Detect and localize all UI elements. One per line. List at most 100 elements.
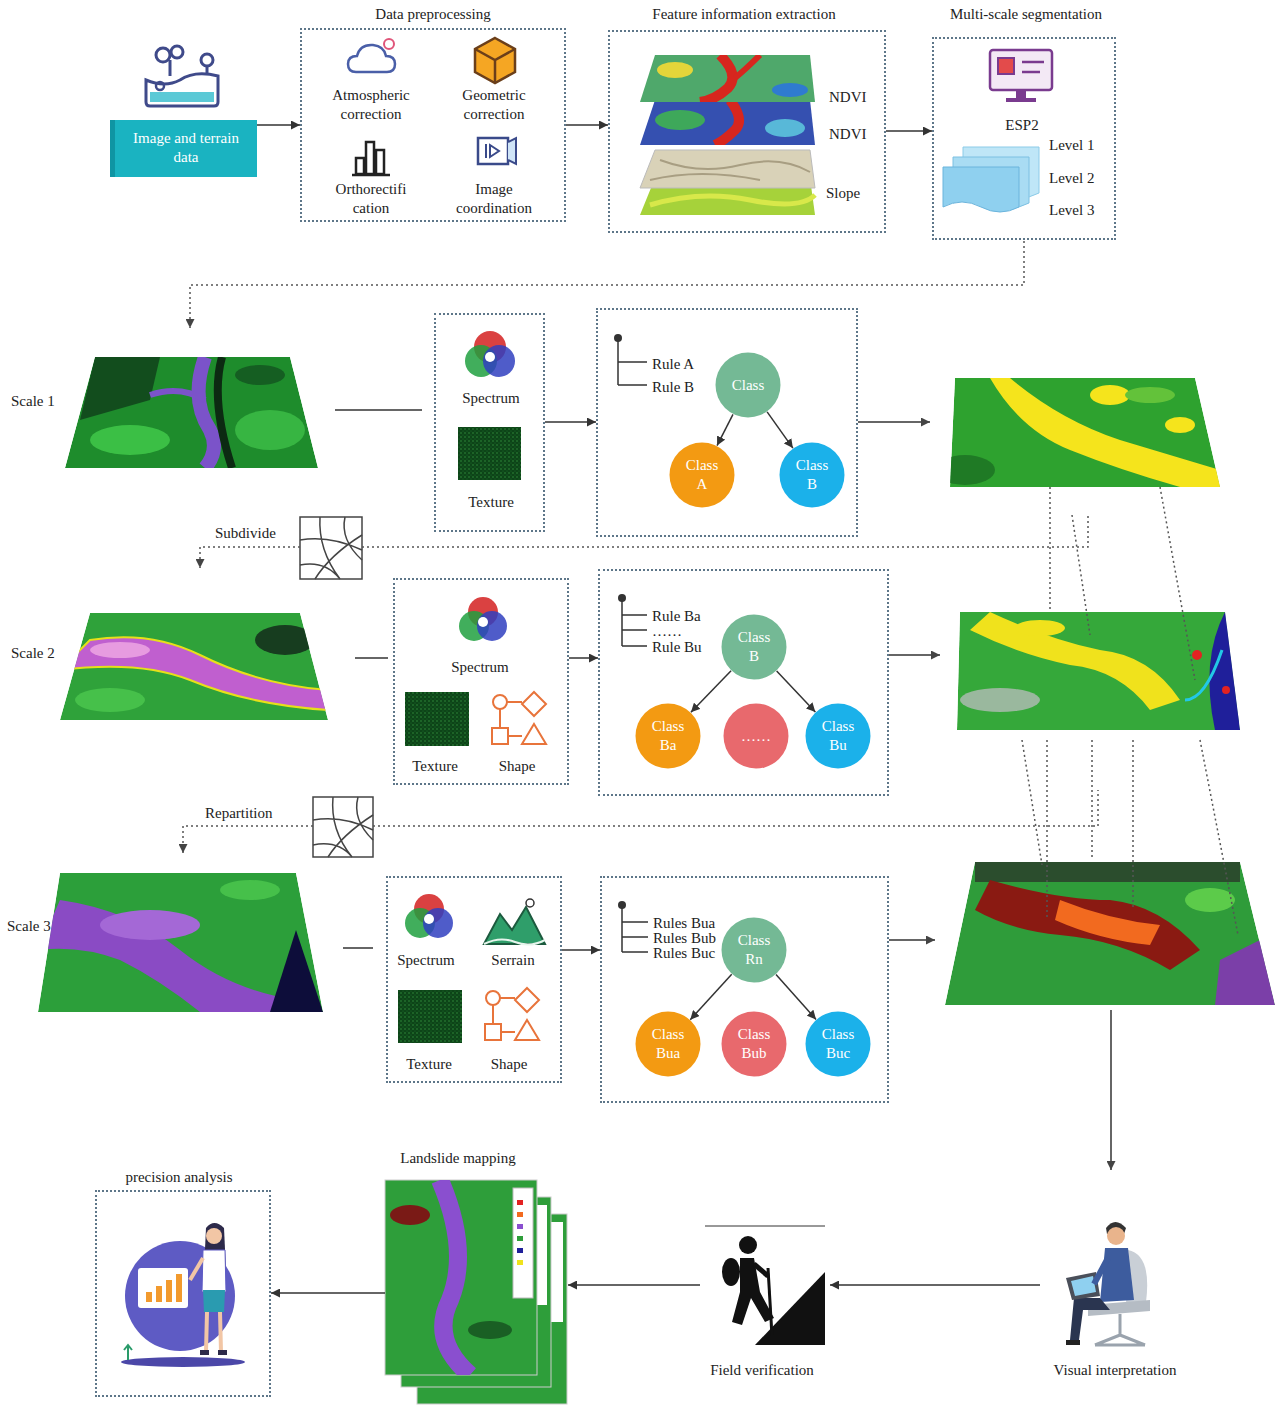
feature-layers bbox=[772, 83, 808, 97]
result-arrows bbox=[858, 421, 930, 423]
dotted-link bbox=[1160, 487, 1195, 680]
esp2-monitor bbox=[990, 50, 1052, 102]
hiker-icon bbox=[754, 1264, 768, 1276]
dashed-panel: Rule Ba……Rule BuClass BClass Ba……Class B… bbox=[598, 569, 889, 796]
analyst-icon bbox=[1107, 1227, 1125, 1245]
circle-fill bbox=[636, 1012, 701, 1077]
figure-node: Visual interpretation bbox=[1040, 1215, 1195, 1388]
precision-figure bbox=[166, 1280, 172, 1302]
spectrum-icon bbox=[423, 908, 453, 938]
precision-figure bbox=[206, 1228, 222, 1244]
flow-arrow bbox=[776, 975, 816, 1020]
row-label: Repartition bbox=[205, 804, 273, 823]
landscape-icon bbox=[146, 74, 218, 106]
connector-lines bbox=[335, 409, 422, 411]
node-text: Rules Bub bbox=[653, 931, 716, 946]
scale-3-image bbox=[38, 873, 323, 1012]
map-3 bbox=[975, 862, 1240, 882]
precision-figure bbox=[146, 1292, 152, 1302]
class-circle: Class Ba bbox=[635, 703, 701, 769]
figure-node: Field verification bbox=[700, 1220, 830, 1388]
result-arrows bbox=[889, 939, 935, 941]
scale-3-image bbox=[270, 930, 323, 1012]
node-text: NDVI bbox=[829, 88, 867, 107]
landscape-icon bbox=[169, 60, 172, 76]
circle-shape bbox=[805, 1011, 871, 1077]
preprocessing-icons bbox=[485, 144, 487, 158]
scale-1-image bbox=[235, 365, 285, 385]
preprocessing-icons bbox=[490, 145, 499, 157]
node-text: Orthorectifi cation bbox=[319, 180, 423, 218]
scale-1-image bbox=[65, 357, 318, 468]
dashed-panel: Data preprocessingAtmospheric correction… bbox=[300, 28, 566, 222]
texture-swatch bbox=[398, 990, 462, 1043]
node-text: Image and terrain data bbox=[124, 129, 249, 167]
rule-bracket bbox=[618, 338, 647, 385]
spectrum-icon bbox=[483, 345, 515, 377]
precision-figure bbox=[138, 1268, 188, 1308]
map-3 bbox=[945, 862, 1275, 1005]
dotted-link bbox=[1022, 740, 1042, 865]
scale-1-image bbox=[235, 410, 305, 450]
node-text: Class bbox=[726, 376, 770, 395]
node-text: Rule Bu bbox=[652, 640, 702, 655]
node-text: Rule Ba bbox=[652, 609, 701, 624]
rule-bracket bbox=[618, 338, 648, 952]
flow-arrow bbox=[545, 421, 596, 423]
result-arrows bbox=[1110, 1010, 1112, 1170]
shape-icon bbox=[485, 988, 539, 1040]
scale-2-image bbox=[60, 613, 328, 720]
hiker-icon bbox=[768, 1268, 772, 1336]
dashed-panel: SpectrumTexture bbox=[434, 313, 545, 532]
circle-shape bbox=[721, 917, 787, 983]
dotted-link bbox=[1091, 740, 1093, 860]
map-1 bbox=[1165, 417, 1195, 433]
landslide-map-stack bbox=[468, 1321, 512, 1339]
scale-1-image bbox=[90, 425, 170, 455]
class-circle: Class Bua bbox=[635, 1011, 701, 1077]
node-text: ESP2 bbox=[987, 116, 1057, 135]
class-circle: Class Bub bbox=[721, 1011, 787, 1077]
scale-3-image bbox=[38, 873, 323, 1012]
circle-fill bbox=[806, 1012, 871, 1077]
spectrum-icon bbox=[477, 611, 507, 641]
partition-grid-icon bbox=[313, 797, 373, 857]
spectrum-icon bbox=[424, 914, 434, 924]
map-2 bbox=[957, 612, 1240, 730]
circle-fill bbox=[722, 918, 787, 983]
preprocessing-icons bbox=[508, 138, 516, 164]
scale-1-image bbox=[218, 357, 232, 468]
spectrum-icon bbox=[485, 352, 495, 362]
spectrum-icon bbox=[405, 331, 515, 938]
circle-fill bbox=[722, 1012, 787, 1077]
dashed-panel: Rules BuaRules BubRules BucClass RnClass… bbox=[600, 876, 889, 1103]
node-text: Image coordination bbox=[442, 180, 546, 218]
map-1 bbox=[1090, 385, 1130, 405]
node-text: Data preprocessing bbox=[313, 5, 553, 24]
row-label: Scale 1 bbox=[11, 392, 55, 411]
flow-arrow bbox=[257, 124, 300, 126]
shape-icon bbox=[492, 728, 508, 744]
circle-shape bbox=[635, 703, 701, 769]
scale-2-image bbox=[255, 625, 315, 655]
terrain-icon bbox=[484, 899, 545, 945]
node-text: Class B bbox=[790, 456, 834, 494]
landscape-icon bbox=[146, 46, 218, 106]
dashed-panel: Multi-scale segmentationESP2Level 1Level… bbox=[932, 37, 1116, 240]
node-text: Atmospheric correction bbox=[319, 86, 423, 124]
precision-figure bbox=[200, 1350, 209, 1355]
landslide-map-stack bbox=[517, 1212, 523, 1217]
precision-figure bbox=[124, 1345, 132, 1360]
map-1 bbox=[935, 378, 1220, 487]
feature-layers bbox=[657, 62, 693, 78]
class-circle: …… bbox=[723, 703, 789, 769]
landscape-icon bbox=[156, 48, 170, 62]
node-text: Rules Buc bbox=[653, 946, 715, 961]
shape-icon bbox=[508, 735, 522, 737]
node-text: Field verification bbox=[699, 1361, 825, 1380]
preprocessing-icons bbox=[366, 142, 374, 174]
circle-shape bbox=[721, 1011, 787, 1077]
node-text: Spectrum bbox=[384, 951, 468, 970]
class-circle: Class Bu bbox=[805, 703, 871, 769]
map-2 bbox=[1222, 686, 1230, 694]
